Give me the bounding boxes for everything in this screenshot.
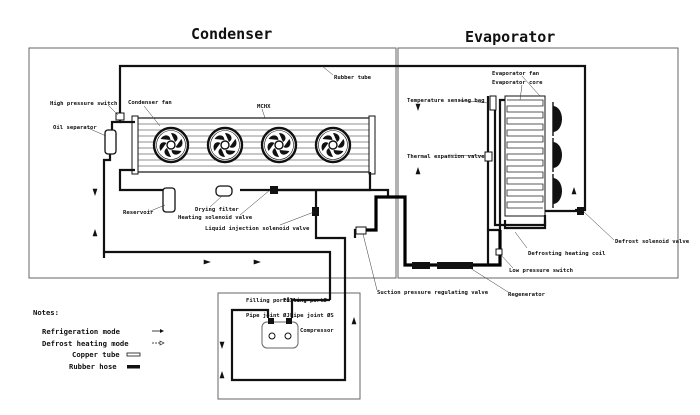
defrost-solenoid-valve-label: Defrost solenoid valve bbox=[615, 239, 690, 245]
condenser-fan-1 bbox=[154, 128, 188, 162]
rubber-hose-2 bbox=[388, 195, 488, 267]
thermal-expansion-valve bbox=[484, 151, 493, 162]
filling-port-right-label: Filling portØ bbox=[283, 297, 327, 304]
liquid-injection-solenoid-valve bbox=[312, 207, 319, 216]
rubber-hose-label: Rubber hose bbox=[69, 362, 117, 371]
evaporator-box bbox=[397, 47, 679, 279]
suction-pressure-regulating-valve-label: Suction pressure regulating valve bbox=[377, 290, 489, 296]
defrosting-heating-coil bbox=[503, 220, 547, 230]
oil-separator bbox=[104, 129, 117, 155]
temperature-sensing-bag bbox=[489, 95, 497, 111]
evaporator-title: Evaporator bbox=[465, 28, 555, 46]
compressor-box bbox=[217, 292, 361, 400]
liquid-injection-solenoid-valve-label: Liquid injection solenoid valve bbox=[205, 225, 310, 232]
reservoir bbox=[162, 187, 176, 213]
leader-lines bbox=[87, 65, 615, 293]
regenerator-left bbox=[412, 262, 430, 269]
notes-title: Notes: bbox=[33, 308, 59, 317]
reservoir-label: Reservoir bbox=[123, 210, 154, 216]
evaporator-core-label: Evaporator core bbox=[492, 80, 543, 86]
condenser-fan-3 bbox=[262, 128, 296, 162]
condenser-fan-label: Condenser fan bbox=[128, 100, 172, 106]
pipe-joint-right-label: Pipe joint ØS bbox=[290, 312, 334, 319]
low-pressure-switch bbox=[495, 248, 503, 256]
condenser-box bbox=[28, 47, 397, 279]
mchx-label: MCHX bbox=[257, 104, 271, 110]
drying-filter-label: Drying filter bbox=[195, 207, 239, 213]
compressor-label: Compressor bbox=[300, 328, 334, 334]
drying-filter bbox=[215, 185, 233, 197]
condenser-fan-4 bbox=[316, 128, 350, 162]
evaporator-core bbox=[504, 95, 546, 217]
condenser-fan-2 bbox=[208, 128, 242, 162]
pipe-joint-left-label: Pipe joint ØJ bbox=[246, 312, 290, 319]
rubber-hose-swatch bbox=[127, 365, 140, 369]
rubber-tube-label: Rubber tube bbox=[334, 75, 372, 81]
regenerator-label: Regenerator bbox=[508, 292, 546, 298]
filling-port-left-label: Filling portÖ3 bbox=[246, 297, 293, 304]
heating-solenoid-valve-label: Heating solenoid valve bbox=[178, 215, 253, 221]
heating-solenoid-valve bbox=[270, 186, 278, 194]
compressor bbox=[261, 318, 299, 349]
low-pressure-switch-label: Low pressure switch bbox=[509, 268, 573, 274]
defrost-heating-mode-label: Defrost heating mode bbox=[42, 339, 129, 348]
evaporator-fan-3 bbox=[552, 174, 562, 208]
condenser-title: Condenser bbox=[191, 25, 272, 43]
suction-pressure-regulating-valve bbox=[355, 226, 367, 235]
thermal-expansion-valve-label: Thermal expansion valve bbox=[407, 154, 485, 160]
temperature-sensing-bag-label: Temperature sensing bag bbox=[407, 98, 484, 104]
evaporator-fan-2 bbox=[552, 138, 562, 172]
refrigeration-mode-label: Refrigeration mode bbox=[42, 327, 121, 336]
defrosting-heating-coil-label: Defrosting heating coil bbox=[528, 251, 605, 257]
oil-separator-label: Oil separator bbox=[53, 125, 97, 131]
defrost-solenoid-valve bbox=[577, 207, 584, 215]
copper-tube-label: Copper tube bbox=[72, 350, 120, 359]
evaporator-fan-1 bbox=[552, 102, 562, 136]
regenerator bbox=[437, 262, 473, 269]
evaporator-fan-label: Evaporator fan bbox=[492, 71, 539, 77]
top-pipe bbox=[110, 64, 587, 140]
high-pressure-switch-label: High pressure switch bbox=[50, 101, 117, 107]
copper-tube-swatch bbox=[126, 352, 141, 357]
high-pressure-switch bbox=[115, 112, 125, 121]
flow-arrows bbox=[92, 103, 577, 379]
rubber-hose-1 bbox=[362, 195, 388, 232]
notes-legend: Notes: Refrigeration mode Defrost heatin… bbox=[33, 308, 165, 371]
